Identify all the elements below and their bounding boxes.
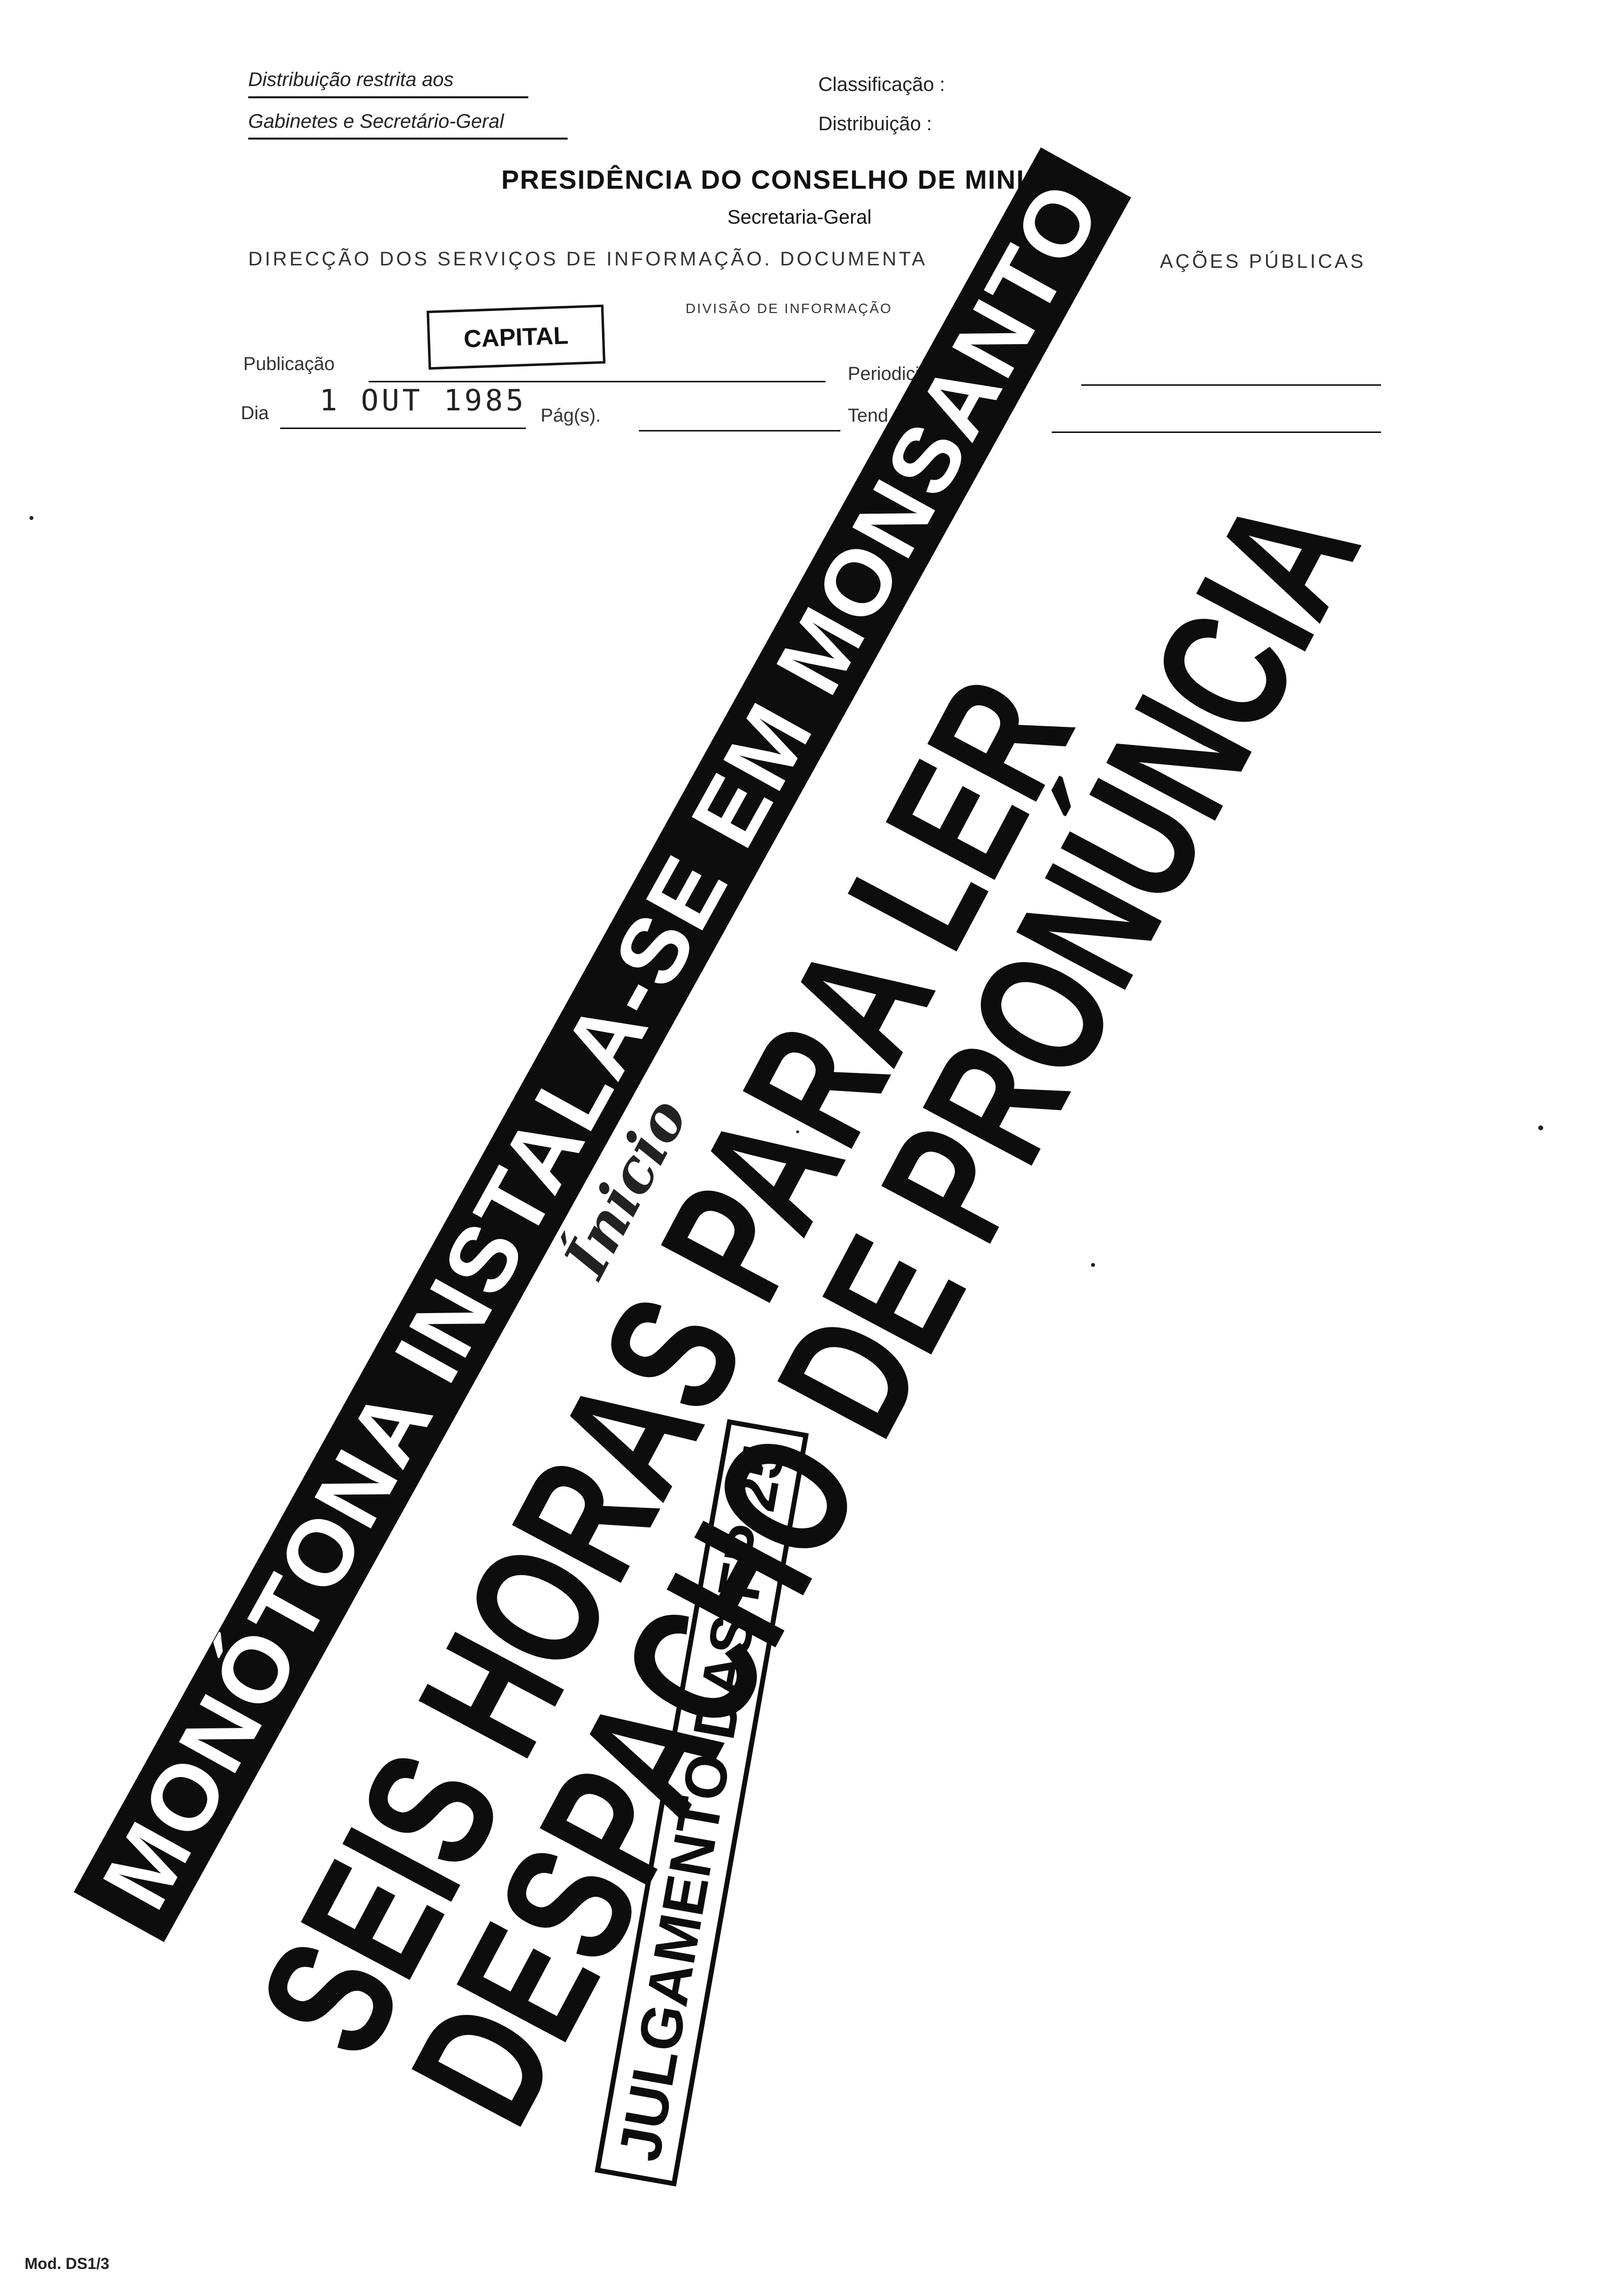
distribution-label: Distribuição : [818, 113, 932, 135]
scan-speck [29, 516, 33, 520]
underline-1 [248, 96, 528, 98]
scan-speck [796, 1130, 799, 1133]
pages-label: Pág(s). [541, 405, 601, 426]
periodicity-line [1081, 384, 1381, 386]
tendency-line [1052, 431, 1381, 433]
directorate-right: AÇÕES PÚBLICAS [1160, 251, 1366, 272]
day-line [280, 428, 526, 429]
distribution-line-1: Distribuição restrita aos [248, 69, 454, 90]
publication-label: Publicação [243, 354, 335, 374]
publication-stamp: CAPITAL [427, 304, 605, 370]
directorate-left: DIRECÇÃO DOS SERVIÇOS DE INFORMAÇÃO. DOC… [248, 248, 927, 270]
page-title: PRESIDÊNCIA DO CONSELHO DE MINIS [501, 165, 1044, 195]
headline-line-2: DESPACHO DE PRONÚNCIA [374, 466, 1397, 2153]
model-code: Mod. DS1/3 [25, 2255, 110, 2272]
scan-speck [1091, 1263, 1095, 1267]
division-label: DIVISÃO DE INFORMAÇÃO [686, 301, 892, 316]
distribution-line-2: Gabinetes e Secretário-Geral [248, 111, 504, 132]
pages-line [639, 430, 840, 431]
page-subtitle: Secretaria-Geral [727, 206, 872, 228]
tendency-label: Tend [848, 405, 889, 426]
publication-line [369, 381, 826, 382]
classification-label: Classificação : [818, 74, 945, 95]
periodicity-label: Periodici [848, 364, 920, 384]
scan-speck [1538, 1125, 1543, 1130]
underline-2 [248, 138, 568, 140]
day-label: Dia [241, 403, 269, 424]
date-stamp: 1 OUT 1985 [319, 383, 527, 418]
